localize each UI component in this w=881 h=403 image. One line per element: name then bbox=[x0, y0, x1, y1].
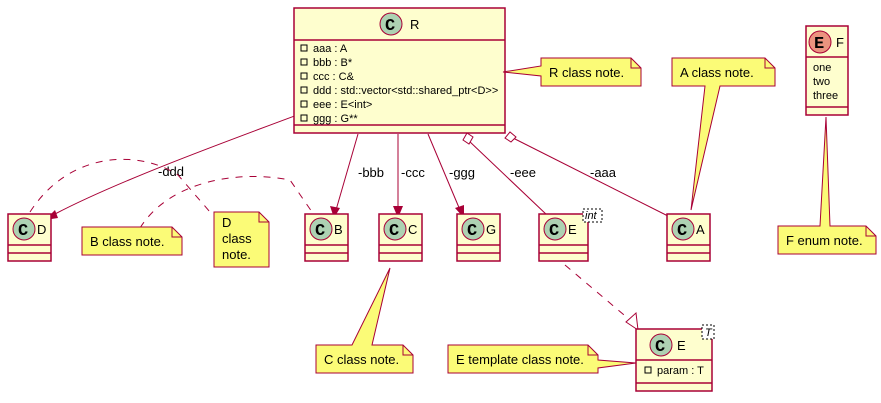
class-b[interactable]: C B bbox=[304, 213, 349, 262]
edge-label-aaa: -aaa bbox=[590, 165, 617, 180]
class-circle-icon bbox=[383, 217, 407, 241]
template-param-box bbox=[582, 208, 603, 223]
edge-label-bbb: -bbb bbox=[358, 165, 384, 180]
svg-text:C: C bbox=[467, 222, 477, 241]
class-r[interactable]: C R aaa : A bbb : B* ccc : C& ddd : std:… bbox=[293, 7, 506, 134]
class-r-name: R bbox=[410, 17, 419, 32]
svg-text:C: C bbox=[315, 222, 325, 241]
note-link-d bbox=[29, 158, 211, 213]
class-e-template[interactable]: C E T param : T bbox=[635, 324, 715, 392]
edge-eee bbox=[467, 139, 549, 217]
svg-text:B class note.: B class note. bbox=[90, 234, 164, 249]
svg-text:aaa : A: aaa : A bbox=[313, 43, 348, 55]
edge-label-ggg: -ggg bbox=[449, 165, 475, 180]
svg-text:E: E bbox=[814, 35, 824, 54]
edge-realization-arrowhead bbox=[625, 311, 639, 332]
class-c-name: C bbox=[408, 222, 417, 237]
edge-ggg bbox=[427, 133, 461, 211]
class-d[interactable]: C D bbox=[7, 213, 52, 262]
edge-realization bbox=[564, 264, 631, 321]
class-circle-icon bbox=[543, 217, 567, 241]
class-circle-icon bbox=[379, 12, 403, 36]
enum-circle-icon bbox=[808, 30, 832, 54]
template-param: T bbox=[705, 327, 713, 339]
svg-text:eee : E<int>: eee : E<int> bbox=[313, 99, 372, 111]
class-circle-icon bbox=[309, 217, 333, 241]
class-a[interactable]: C A bbox=[666, 213, 711, 262]
enum-f-name: F bbox=[836, 35, 844, 50]
template-param-box bbox=[701, 324, 715, 340]
class-a-name: A bbox=[696, 222, 705, 237]
edge-label-ccc: -ccc bbox=[401, 165, 425, 180]
class-g-name: G bbox=[486, 222, 496, 237]
note-f: F enum note. bbox=[777, 116, 877, 255]
edge-eee-diamond bbox=[462, 132, 474, 145]
edge-bbb bbox=[335, 133, 359, 211]
edge-aaa bbox=[512, 137, 669, 217]
edge-ccc-arrowhead bbox=[393, 206, 403, 218]
note-e: E template class note. bbox=[447, 344, 637, 374]
enum-value: two bbox=[813, 76, 830, 88]
class-d-name: D bbox=[37, 222, 46, 237]
note-c: C class note. bbox=[315, 267, 414, 374]
svg-text:C class note.: C class note. bbox=[324, 352, 399, 367]
svg-text:C: C bbox=[677, 222, 687, 241]
svg-text:C: C bbox=[18, 222, 28, 241]
svg-text:A class note.: A class note. bbox=[680, 65, 754, 80]
note-d: D class note. bbox=[213, 211, 270, 268]
svg-text:ddd : std::vector<std::shared_: ddd : std::vector<std::shared_ptr<D>> bbox=[313, 85, 498, 97]
svg-text:C: C bbox=[655, 338, 665, 357]
edge-aaa-diamond bbox=[504, 131, 517, 143]
edge-bbb-arrowhead bbox=[330, 206, 340, 218]
enum-f[interactable]: E F one two three bbox=[805, 25, 849, 116]
svg-text:note.: note. bbox=[222, 247, 251, 262]
class-e-template-attribute: param : T bbox=[657, 365, 704, 377]
svg-text:C: C bbox=[389, 222, 399, 241]
class-c[interactable]: C C bbox=[378, 213, 423, 262]
edge-label-eee: -eee bbox=[510, 165, 536, 180]
note-b: B class note. bbox=[81, 226, 183, 256]
template-param: int bbox=[585, 210, 598, 222]
note-link-b bbox=[139, 176, 313, 229]
svg-text:R class note.: R class note. bbox=[549, 65, 624, 80]
class-circle-icon bbox=[12, 217, 36, 241]
note-a: A class note. bbox=[671, 57, 776, 211]
class-circle-icon bbox=[461, 217, 485, 241]
note-r: R class note. bbox=[502, 57, 642, 87]
class-circle-icon bbox=[671, 217, 695, 241]
svg-text:F enum note.: F enum note. bbox=[786, 233, 863, 248]
class-r-attributes: aaa : A bbb : B* ccc : C& ddd : std::vec… bbox=[300, 43, 498, 125]
enum-value: three bbox=[813, 90, 838, 102]
class-g[interactable]: C G bbox=[456, 213, 501, 262]
class-e-template-name: E bbox=[677, 338, 686, 353]
class-circle-icon bbox=[649, 333, 673, 357]
svg-text:class: class bbox=[222, 231, 252, 246]
svg-text:C: C bbox=[549, 222, 559, 241]
enum-value: one bbox=[813, 62, 831, 74]
svg-text:ccc : C&: ccc : C& bbox=[313, 71, 355, 83]
class-e-int-name: E bbox=[568, 222, 577, 237]
svg-text:bbb : B*: bbb : B* bbox=[313, 57, 353, 69]
edge-ddd bbox=[54, 107, 317, 215]
svg-text:E template class note.: E template class note. bbox=[456, 352, 584, 367]
svg-text:ggg : G**: ggg : G** bbox=[313, 113, 358, 125]
class-e-int[interactable]: C E int bbox=[538, 208, 603, 262]
svg-text:D: D bbox=[222, 215, 231, 230]
class-b-name: B bbox=[334, 222, 343, 237]
svg-text:C: C bbox=[385, 17, 395, 36]
